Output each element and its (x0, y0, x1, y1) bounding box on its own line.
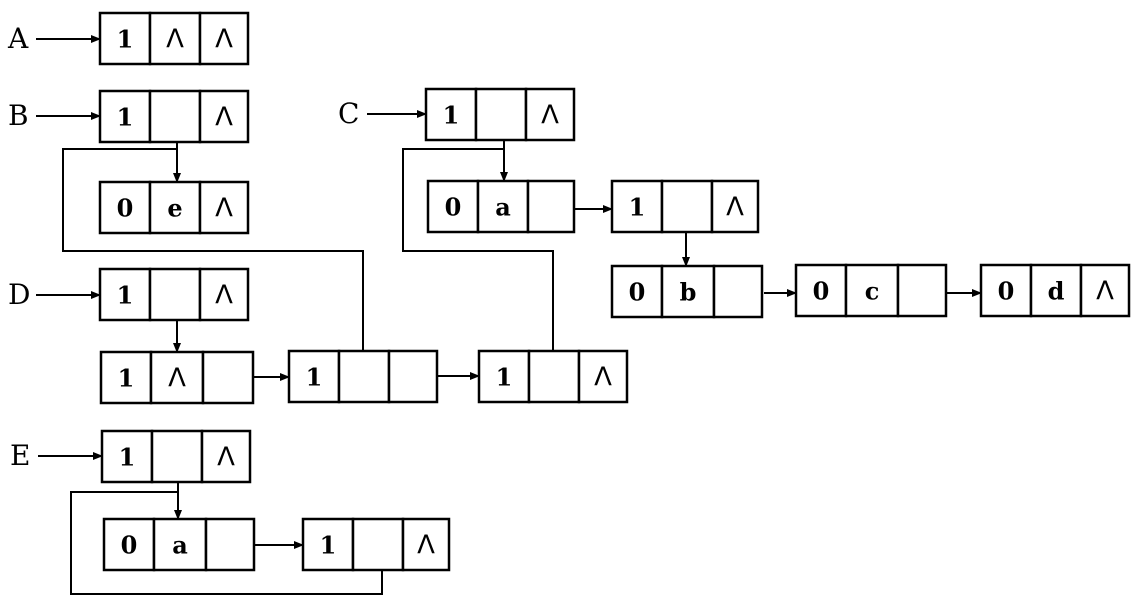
node-field (526, 179, 576, 234)
node-field (150, 429, 204, 484)
nil-symbol: Λ (215, 25, 233, 55)
node-field (148, 89, 202, 144)
field-value: e (167, 194, 182, 223)
node-field (710, 179, 760, 234)
node-field (198, 89, 250, 144)
node-field (660, 179, 714, 234)
node-field (474, 87, 528, 142)
field-value: 0 (121, 531, 138, 560)
node-field (387, 349, 439, 404)
node-field (198, 11, 250, 66)
field-value: 1 (119, 443, 136, 472)
node-field (577, 349, 629, 404)
list-label-c: C (338, 97, 359, 130)
node-field (201, 350, 255, 405)
node-field (524, 87, 576, 142)
field-value: d (1048, 277, 1065, 306)
field-value: 0 (998, 277, 1015, 306)
node-b-atom: 0 e Λ (98, 180, 250, 235)
nil-symbol: Λ (594, 363, 612, 393)
nil-symbol: Λ (166, 25, 184, 55)
nil-symbol: Λ (215, 194, 233, 224)
node-field (200, 429, 252, 484)
node-field (98, 267, 152, 322)
list-label-d: D (8, 278, 30, 311)
nil-symbol: Λ (726, 193, 744, 223)
node-field (794, 263, 848, 318)
field-value: 1 (629, 193, 646, 222)
node-field (337, 349, 391, 404)
nil-symbol: Λ (1096, 277, 1114, 307)
field-value: 0 (117, 194, 134, 223)
pointer-line (70, 491, 383, 595)
node-d-2: 1 (287, 349, 439, 404)
node-field (610, 179, 664, 234)
node-field (712, 264, 764, 319)
node-field (148, 267, 202, 322)
field-value: 1 (117, 281, 134, 310)
field-value: 1 (118, 364, 135, 393)
pointer-line (62, 148, 364, 369)
list-label-b: B (8, 99, 29, 132)
field-value: 1 (306, 363, 323, 392)
pointer-line (402, 148, 554, 369)
nil-symbol: Λ (168, 364, 186, 394)
field-value: a (495, 193, 511, 222)
node-field (198, 180, 250, 235)
node-field (301, 517, 355, 572)
field-value: b (680, 278, 697, 307)
field-value: 1 (443, 101, 460, 130)
field-value: 0 (813, 277, 830, 306)
node-field (527, 349, 581, 404)
nil-symbol: Λ (417, 531, 435, 561)
field-value: 0 (445, 193, 462, 222)
field-value: 1 (117, 25, 134, 54)
node-field (896, 263, 948, 318)
node-field (979, 263, 1033, 318)
node-c-d: 0 d Λ (979, 263, 1131, 318)
nil-symbol: Λ (217, 443, 235, 473)
node-field (148, 180, 202, 235)
node-field (1029, 263, 1083, 318)
node-field (149, 350, 205, 405)
field-value: 1 (117, 103, 134, 132)
nil-symbol: Λ (541, 101, 559, 131)
node-field (152, 517, 208, 572)
nil-symbol: Λ (215, 281, 233, 311)
node-field (204, 517, 256, 572)
node-a-head: 1 Λ Λ (98, 11, 250, 66)
field-value: c (865, 277, 880, 306)
nil-symbol: Λ (215, 103, 233, 133)
node-field (1079, 263, 1131, 318)
list-label-e: E (10, 439, 30, 472)
node-field (99, 350, 153, 405)
node-field (660, 264, 716, 319)
field-value: 0 (629, 278, 646, 307)
list-label-a: A (7, 22, 29, 55)
node-field (102, 517, 156, 572)
node-field (351, 517, 405, 572)
node-field (98, 11, 152, 66)
field-value: 1 (496, 363, 513, 392)
node-field (198, 267, 250, 322)
head-labels: A B C D E (7, 22, 359, 472)
node-field (401, 517, 451, 572)
node-field (98, 180, 152, 235)
field-value: a (172, 531, 188, 560)
field-value: 1 (320, 531, 337, 560)
